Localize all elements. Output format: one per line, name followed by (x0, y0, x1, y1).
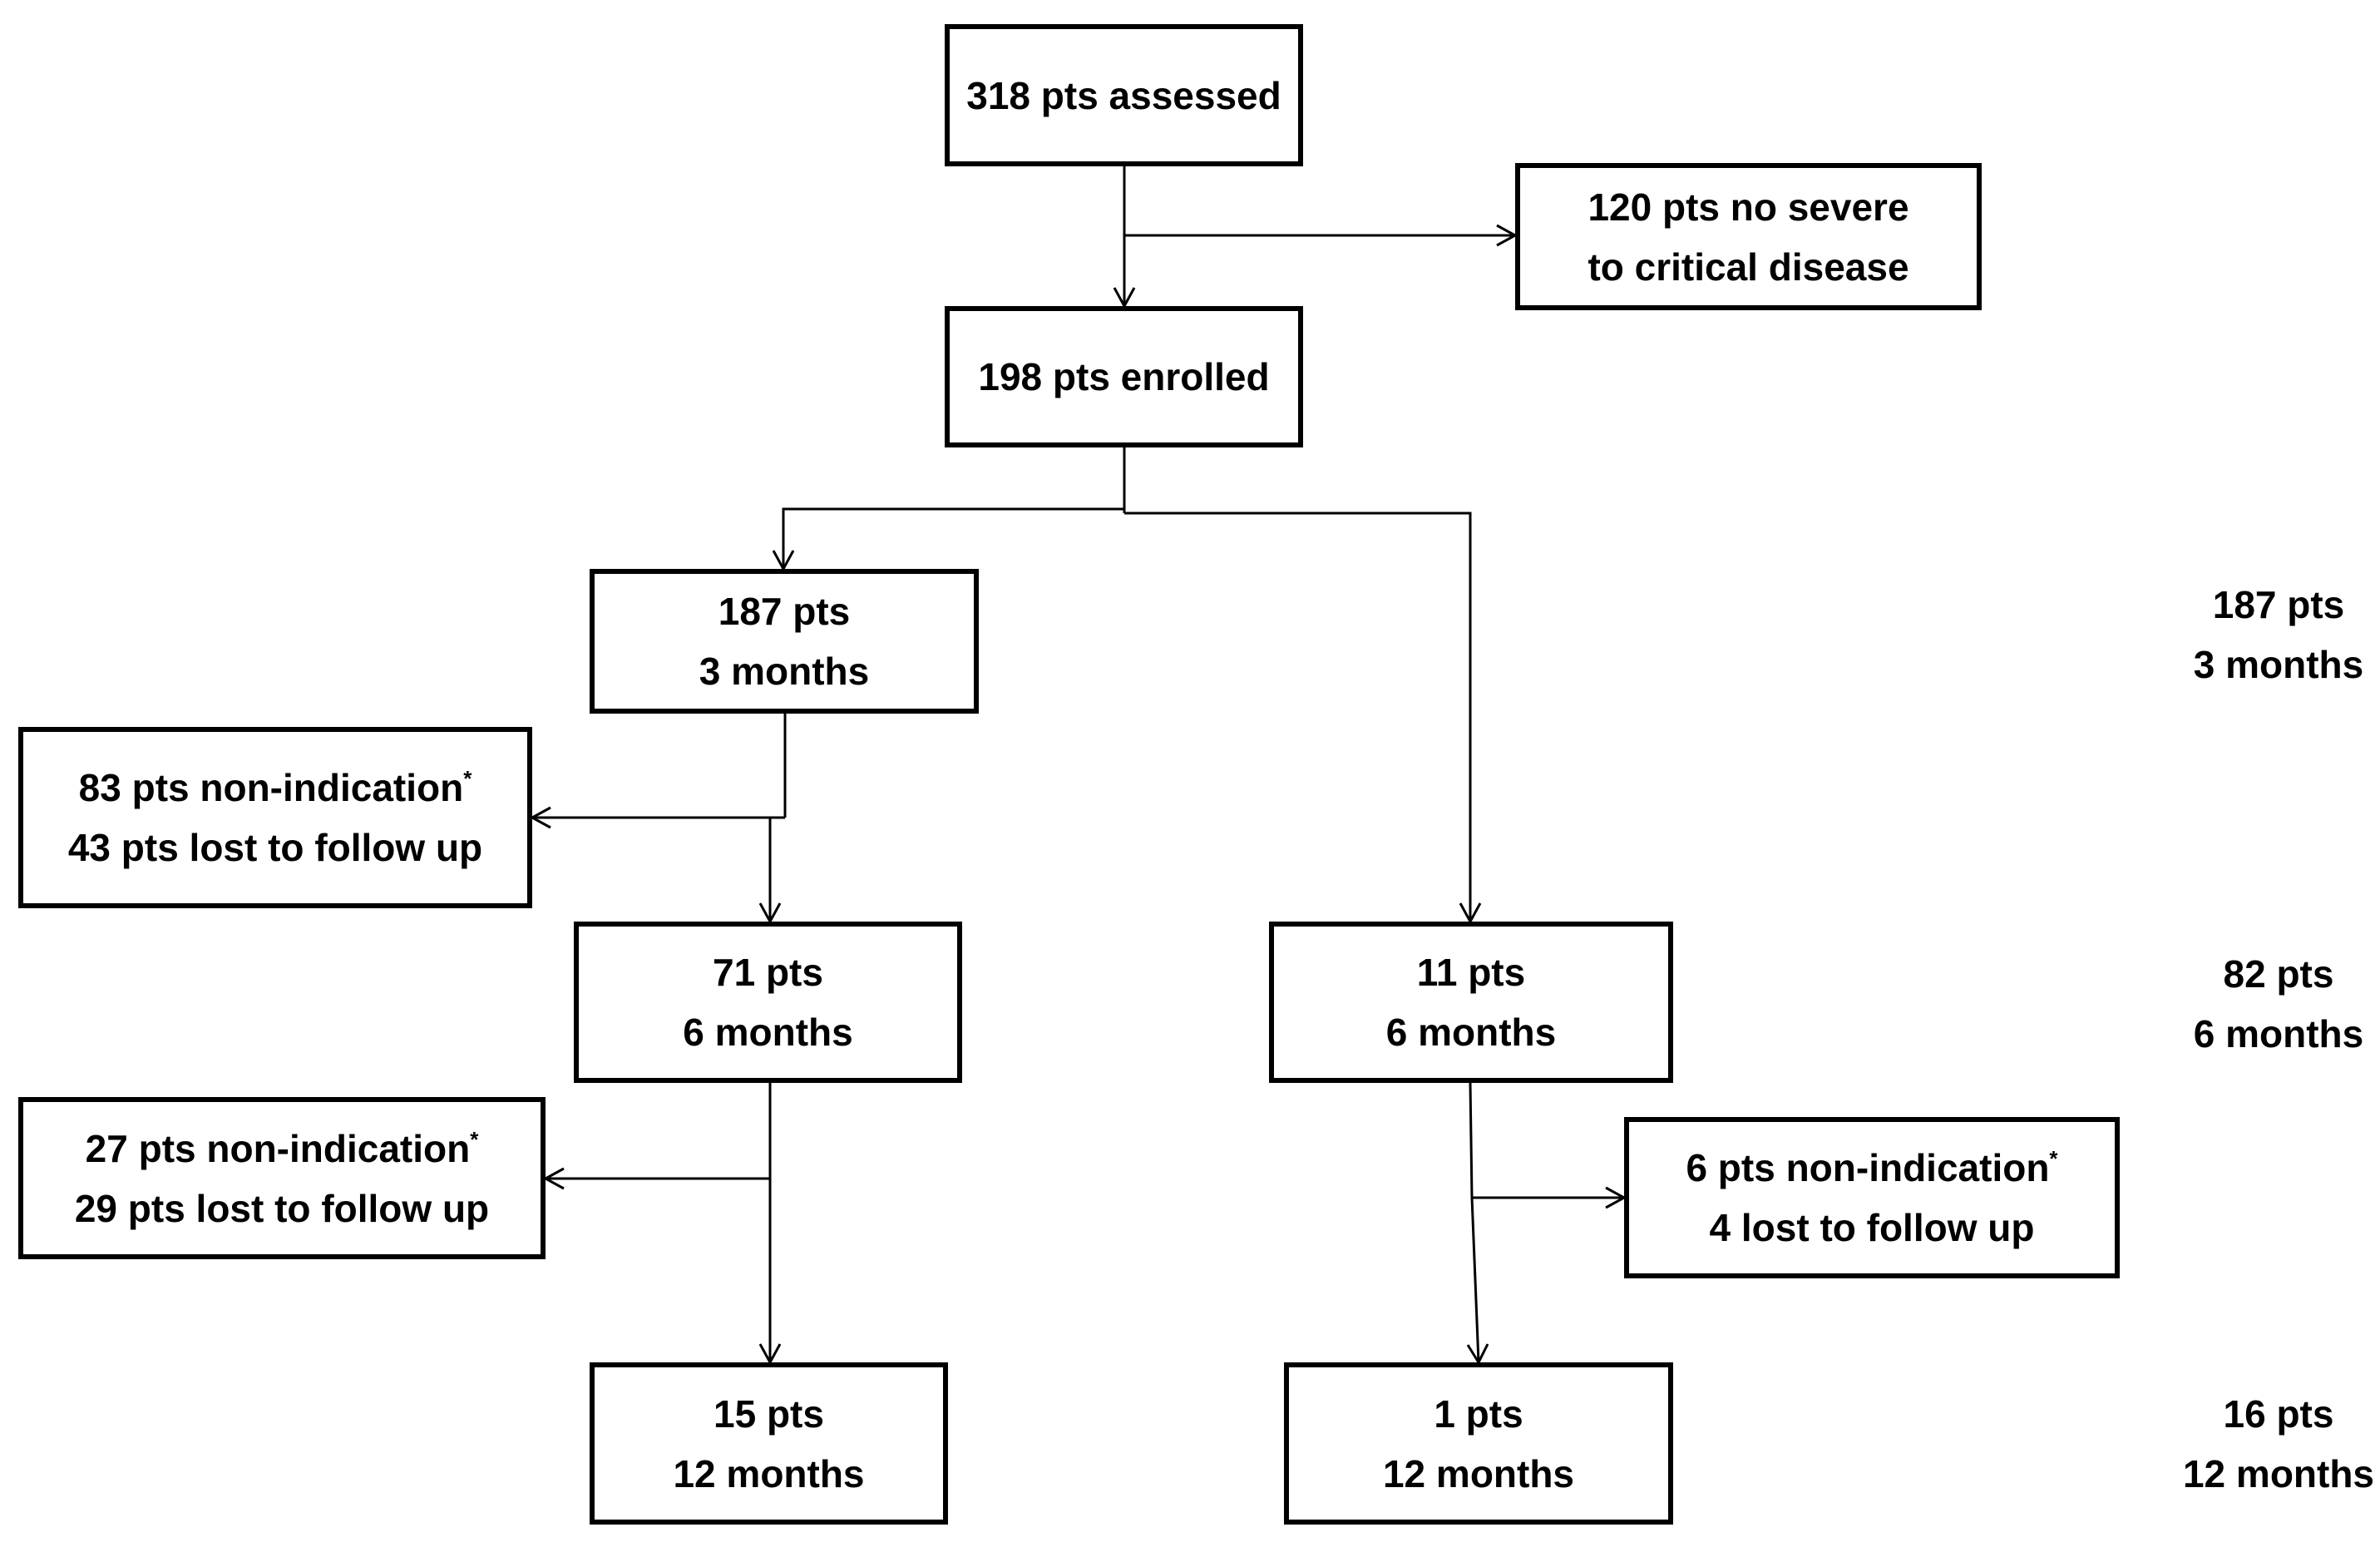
left-twelve-months-box: 15 pts 12 months (590, 1362, 948, 1525)
loss-3-months-box: 83 pts non-indication* 43 pts lost to fo… (18, 727, 532, 908)
loss-6-left-lost-follow-up: 29 pts lost to follow up (74, 1186, 490, 1230)
arrowhead (529, 806, 551, 829)
excluded-box: 120 pts no severe to critical disease (1515, 163, 1982, 310)
assessed-count: 318 pts assessed (966, 73, 1281, 117)
loss-6-right-non-indication: 6 pts non-indication* (1686, 1146, 2058, 1189)
total-6-months-count: 82 pts (2223, 952, 2334, 996)
arrowhead (542, 1167, 565, 1190)
connector-right-6-down (1469, 1082, 1474, 1199)
right-twelve-months-box: 1 pts 12 months (1284, 1362, 1673, 1525)
loss-6-right-lost-follow-up: 4 lost to follow up (1709, 1206, 2035, 1249)
three-months-count: 187 pts (718, 590, 851, 633)
loss-3-non-indication: 83 pts non-indication* (78, 766, 472, 809)
connector-right-6-to-12 (1470, 1197, 1480, 1363)
footnote-mark: * (470, 1126, 479, 1152)
left-six-months-box: 71 pts 6 months (574, 922, 962, 1083)
right-six-months-label: 6 months (1385, 1011, 1557, 1054)
loss-6-months-right-box: 6 pts non-indication* 4 lost to follow u… (1624, 1117, 2120, 1278)
total-3-months-count: 187 pts (2212, 583, 2345, 626)
enrolled-box: 198 pts enrolled (945, 306, 1303, 447)
right-six-months-box: 11 pts 6 months (1269, 922, 1673, 1083)
enrolled-count: 198 pts enrolled (978, 355, 1270, 398)
total-6-months-label: 6 months (2193, 1012, 2364, 1055)
right-twelve-months-count: 1 pts (1434, 1391, 1523, 1436)
loss-6-left-non-indication: 27 pts non-indication* (85, 1126, 479, 1170)
footnote-mark: * (2049, 1146, 2058, 1171)
left-twelve-months-label: 12 months (673, 1451, 865, 1495)
loss-6-months-left-box: 27 pts non-indication* 29 pts lost to fo… (18, 1097, 546, 1259)
excluded-count: 120 pts no severe (1587, 185, 1909, 229)
left-six-months-count: 71 pts (713, 951, 823, 994)
three-months-label: 3 months (699, 650, 870, 693)
total-3-months-label: 3 months (2193, 643, 2364, 686)
total-12-months-count: 16 pts (2223, 1392, 2334, 1436)
total-6-months: 82 pts 6 months (2162, 944, 2380, 1064)
three-months-box: 187 pts 3 months (590, 569, 979, 714)
right-twelve-months-label: 12 months (1382, 1451, 1575, 1495)
assessed-box: 318 pts assessed (945, 24, 1303, 166)
excluded-reason: to critical disease (1587, 245, 1909, 289)
right-six-months-count: 11 pts (1416, 951, 1526, 994)
footnote-mark: * (463, 766, 472, 791)
loss-3-lost-follow-up: 43 pts lost to follow up (67, 826, 483, 869)
left-twelve-months-count: 15 pts (714, 1391, 824, 1436)
connector-to-right-6-months (1124, 512, 1472, 922)
connector-to-3-months (782, 507, 1124, 569)
total-12-months: 16 pts 12 months (2162, 1384, 2380, 1504)
left-six-months-label: 6 months (683, 1011, 853, 1054)
total-12-months-label: 12 months (2182, 1452, 2375, 1495)
total-3-months: 187 pts 3 months (2162, 575, 2380, 694)
